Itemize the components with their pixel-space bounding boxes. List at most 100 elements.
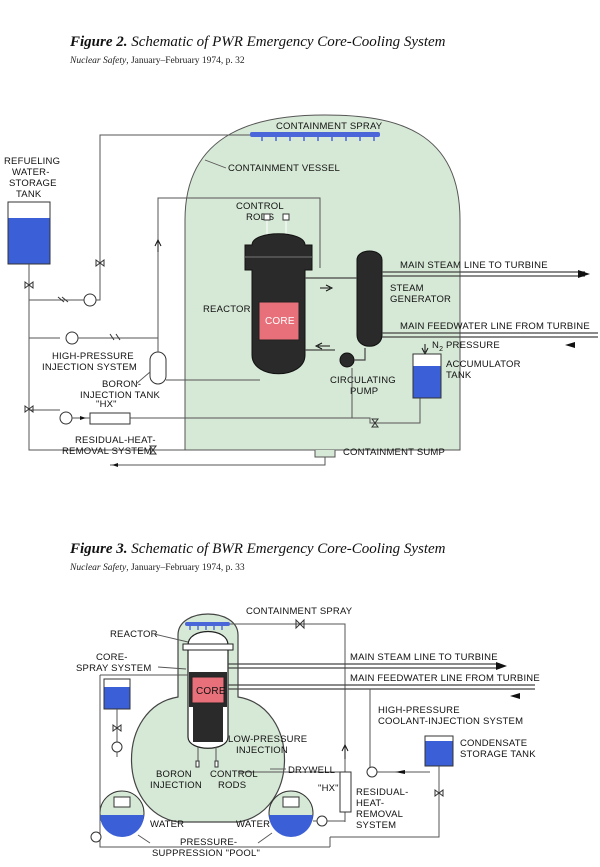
bwr-hx <box>339 771 352 813</box>
pwr-rhr-pump <box>59 411 73 425</box>
pwr-label-refueling-4: TANK <box>16 189 42 200</box>
bwr-label-rhr-1: RESIDUAL- <box>356 787 408 798</box>
pwr-spray-header <box>250 132 380 137</box>
pwr-label-rhr-1: RESIDUAL-HEAT- <box>75 435 156 446</box>
pwr-check-valve-b <box>109 333 121 341</box>
figure3-title: Figure 3. Schematic of BWR Emergency Cor… <box>70 541 445 558</box>
bwr-hpci-pump <box>366 766 378 778</box>
bwr-main-steam-line <box>228 663 500 669</box>
bwr-pipe-boron <box>197 747 217 761</box>
bwr-boron-nozzle <box>195 760 200 768</box>
pwr-arrow-cold-leg <box>314 342 330 350</box>
pwr-rod-cap-1 <box>263 213 271 221</box>
figure3-label: Figure 3. <box>70 541 128 557</box>
pwr-label-refueling-2: WATER- <box>12 167 50 178</box>
pwr-pipe-spray-riser <box>99 134 250 290</box>
bwr-leader-pool <box>137 832 273 844</box>
pwr-label-core: CORE <box>265 316 295 327</box>
bwr-label-containment-spray: CONTAINMENT SPRAY <box>246 606 353 617</box>
bwr-label-water-right: WATER <box>236 819 270 830</box>
bwr-label-boron-1: BORON <box>156 769 192 780</box>
bwr-spray-nozzles <box>189 626 223 630</box>
pwr-valve-refueling-1 <box>24 281 34 289</box>
pwr-label-boron-2: INJECTION TANK <box>80 390 161 401</box>
pwr-boron-tank <box>149 351 167 385</box>
figure2-title-text: Schematic of PWR Emergency Core-Cooling … <box>131 34 446 50</box>
figure3-citation: Nuclear Safety, January–February 1974, p… <box>70 563 245 573</box>
pwr-reactor-core <box>258 301 300 341</box>
bwr-arrow-hpci <box>395 770 405 774</box>
pwr-pipe-rhr-return <box>28 430 185 451</box>
bwr-condensate-water <box>425 741 453 766</box>
bwr-valve-spray <box>295 618 305 630</box>
figure3-journal: Nuclear Safety <box>70 563 127 573</box>
pwr-label-circ-1: CIRCULATING <box>330 375 396 386</box>
figure2-title: Figure 2. Schematic of PWR Emergency Cor… <box>70 34 445 51</box>
bwr-valve-condensate <box>434 789 444 797</box>
pwr-steam-generator <box>356 250 383 347</box>
bwr-label-rhr-3: REMOVAL <box>356 809 403 820</box>
pwr-containment-sump <box>314 450 336 458</box>
bwr-label-hpci-1: HIGH-PRESSURE <box>378 705 460 716</box>
bwr-label-control-2: RODS <box>218 780 246 791</box>
bwr-label-water-left: WATER <box>150 819 184 830</box>
pwr-accumulator-water <box>413 366 441 398</box>
pwr-label-control-2: RODS <box>246 212 274 223</box>
pwr-label-main-steam: MAIN STEAM LINE TO TURBINE <box>400 260 548 271</box>
pwr-label-accumulator-2: TANK <box>446 370 472 381</box>
pwr-label-rhr-2: REMOVAL SYSTEM <box>62 446 152 457</box>
bwr-arrow-feedwater <box>510 693 520 699</box>
figure3-source: , January–February 1974, p. 33 <box>126 563 245 573</box>
bwr-leader-core-spray <box>157 666 187 670</box>
pwr-label-circ-2: PUMP <box>350 386 378 397</box>
pwr-arrow-rhr <box>80 416 86 420</box>
pwr-leader-vessel <box>204 159 227 169</box>
pwr-label-boron-1: BORON- <box>102 379 141 390</box>
pwr-refueling-water <box>8 218 50 264</box>
bwr-rod-drives <box>193 707 223 742</box>
bwr-label-core-spray-1: CORE- <box>96 652 128 663</box>
pwr-arrow-sump <box>112 463 118 467</box>
bwr-label-rhr-2: HEAT- <box>356 798 384 809</box>
pwr-label-steam-gen-2: GENERATOR <box>390 294 451 305</box>
figure2-citation: Nuclear Safety, January–February 1974, p… <box>70 56 245 66</box>
bwr-label-drywell: DRYWELL <box>288 765 335 776</box>
pwr-label-n2: N2 PRESSURE <box>432 340 500 353</box>
bwr-diagram: CONTAINMENT SPRAY CORE REACTOR CORE- SPR… <box>76 606 540 859</box>
pwr-label-hx: "HX" <box>96 399 117 410</box>
bwr-valve-core-spray <box>112 724 122 732</box>
bwr-label-hpci-2: COOLANT-INJECTION SYSTEM <box>378 716 523 727</box>
pwr-label-n2-sub: 2 <box>439 346 443 353</box>
pwr-label-reactor: REACTOR <box>203 304 251 315</box>
bwr-rhr-pump <box>316 815 328 827</box>
pwr-label-refueling-3: STORAGE <box>9 178 57 189</box>
bwr-label-condensate-2: STORAGE TANK <box>460 749 536 760</box>
pwr-rod-cap-2 <box>282 213 290 221</box>
pwr-valve-refueling-2 <box>24 405 34 413</box>
pwr-main-steam-line <box>382 271 585 277</box>
pwr-valve-sump <box>149 445 157 455</box>
pwr-pipe-sg-pump <box>354 348 366 361</box>
pwr-valve-spray <box>95 259 105 267</box>
pwr-label-n2-a: N <box>432 340 439 351</box>
bwr-bottom-pump <box>90 831 102 843</box>
bwr-label-main-feedwater: MAIN FEEDWATER LINE FROM TURBINE <box>350 673 540 684</box>
bwr-label-hx: "HX" <box>318 783 339 794</box>
pwr-label-refueling-1: REFUELING <box>4 156 60 167</box>
pwr-pipe-sump-return <box>110 457 326 466</box>
bwr-label-condensate-1: CONDENSATE <box>460 738 527 749</box>
bwr-main-feedwater-line <box>228 684 535 690</box>
pwr-label-hp-1: HIGH-PRESSURE <box>52 351 134 362</box>
pwr-main-feedwater-line <box>382 332 598 338</box>
bwr-reactor-flange <box>182 643 234 651</box>
pwr-label-accumulator-1: ACCUMULATOR <box>446 359 521 370</box>
bwr-label-pressure-1: PRESSURE- <box>180 837 237 848</box>
bwr-spray-header <box>185 622 230 626</box>
pwr-pipe-boron <box>157 197 321 381</box>
bwr-core-spray-water <box>104 687 130 709</box>
bwr-label-control-1: CONTROL <box>210 769 258 780</box>
pwr-label-steam-gen-1: STEAM <box>390 283 424 294</box>
bwr-label-main-steam: MAIN STEAM LINE TO TURBINE <box>350 652 498 663</box>
pwr-diagram: CONTAINMENT SPRAY CONTAINMENT VESSEL REF… <box>4 114 598 467</box>
pwr-label-n2-b: PRESSURE <box>443 340 500 351</box>
